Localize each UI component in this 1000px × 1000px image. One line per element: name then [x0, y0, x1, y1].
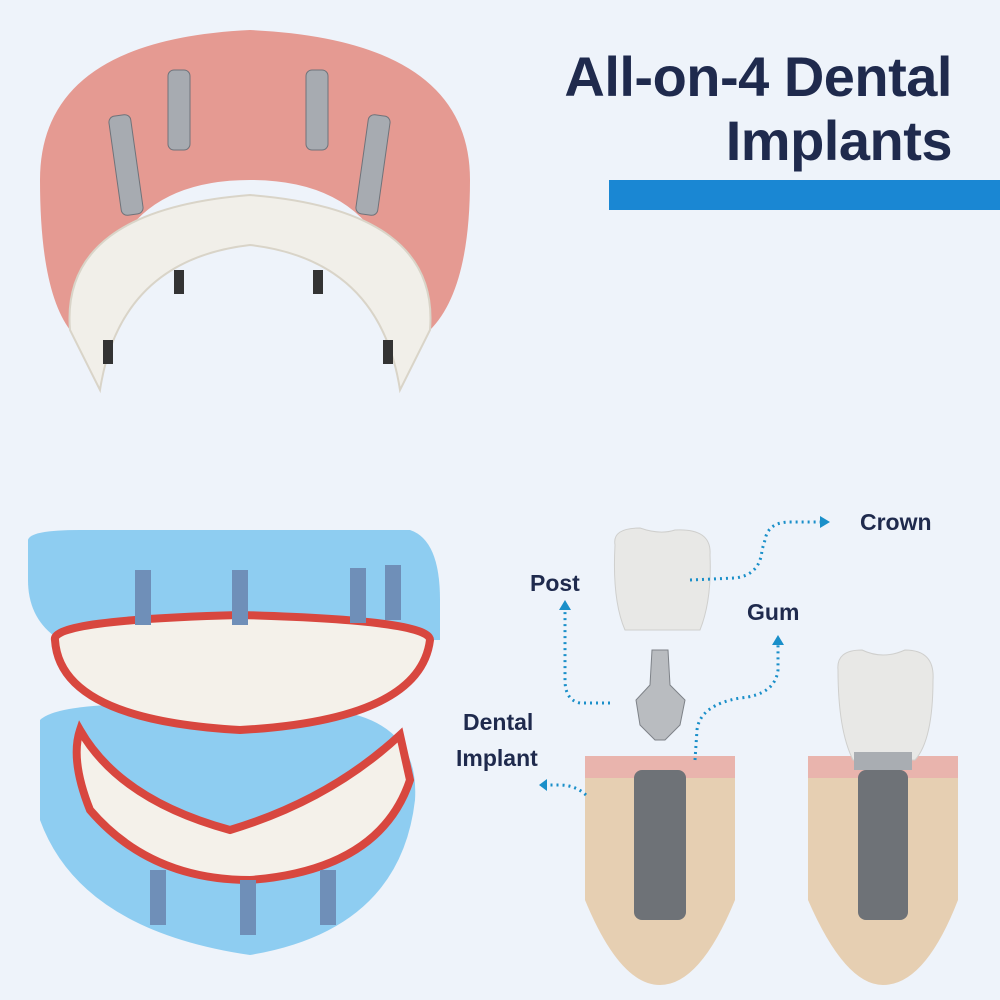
- label-dental-implant-line2: Implant: [456, 745, 538, 771]
- title-line-2: Implants: [725, 109, 953, 172]
- label-gum: Gum: [747, 599, 800, 625]
- full-jaw-model-illustration: [28, 530, 440, 955]
- dental-implant-arrow: [547, 783, 588, 797]
- gum-arrow: [693, 645, 780, 761]
- title-accent-bar: [609, 180, 1000, 210]
- page-title: All-on-4 Dental Implants: [564, 45, 952, 173]
- label-dental-implant-line1: Dental: [463, 709, 534, 735]
- callout-arrows: [547, 520, 820, 797]
- crown-arrow: [689, 520, 820, 582]
- assembled-implant-illustration: [808, 649, 958, 985]
- label-crown: Crown: [860, 509, 932, 535]
- exploded-implant-illustration: [585, 527, 735, 985]
- upper-arch-illustration: [40, 30, 470, 394]
- post-arrow: [563, 610, 610, 705]
- title-line-1: All-on-4 Dental: [564, 45, 952, 108]
- label-post: Post: [530, 570, 580, 596]
